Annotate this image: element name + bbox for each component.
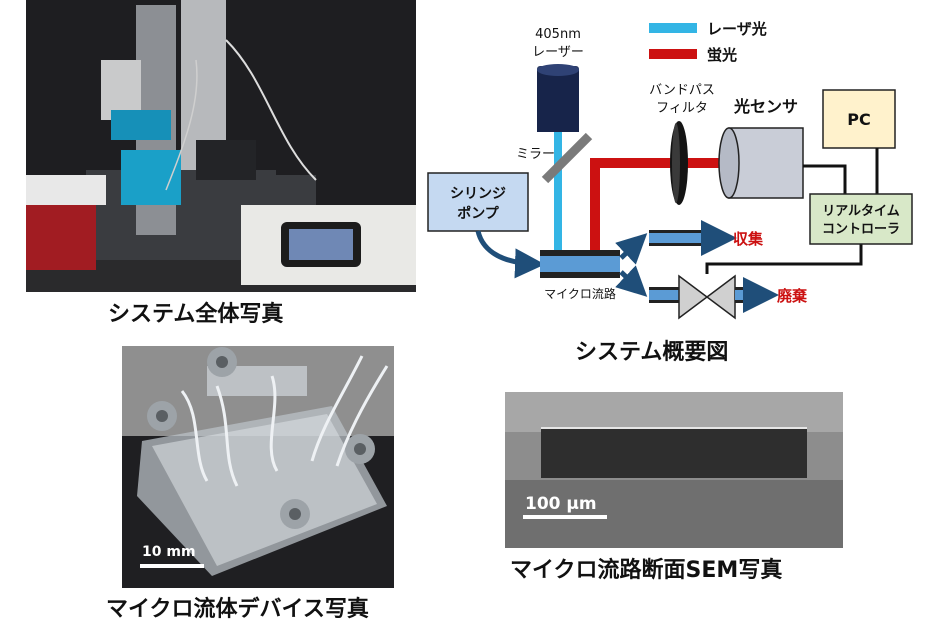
collect-label: 収集 bbox=[733, 230, 764, 248]
arrow-branch-collect bbox=[615, 233, 648, 265]
sem-scalebar bbox=[523, 515, 607, 519]
syringe-label-2: ポンプ bbox=[457, 205, 500, 222]
arrow-branch-waste bbox=[615, 265, 648, 297]
channel-label: マイクロ流路 bbox=[544, 286, 616, 301]
fluorescence-beam-horizontal bbox=[590, 158, 725, 168]
caption-sem-photo: マイクロ流路断面SEM写真 bbox=[510, 558, 783, 583]
channel-top-wall bbox=[540, 250, 620, 256]
valve-left bbox=[678, 274, 709, 320]
wire-controller-valve bbox=[705, 244, 863, 274]
caption-system-photo: システム全体写真 bbox=[108, 302, 284, 327]
system-photo bbox=[26, 0, 416, 292]
pc-box bbox=[822, 89, 896, 149]
waste-channel-out bbox=[735, 290, 749, 300]
caption-system-diagram: システム概要図 bbox=[575, 340, 729, 365]
valve-right bbox=[705, 274, 736, 320]
wire-sensor-controller bbox=[803, 164, 847, 194]
legend-laser-swatch bbox=[649, 23, 697, 33]
channel-flow bbox=[540, 256, 620, 272]
collect-channel bbox=[649, 233, 701, 243]
sem-photo-illustration: 100 µm bbox=[505, 392, 843, 548]
pc-label: PC bbox=[847, 110, 870, 129]
device-scalebar-label: 10 mm bbox=[142, 544, 196, 560]
waste-label: 廃棄 bbox=[777, 287, 808, 305]
fluorescence-beam-vertical bbox=[590, 158, 600, 250]
system-diagram: レーザ光 蛍光 405nm レーザー ミラー バンドパス フィルタ 光センサ P… bbox=[427, 20, 913, 320]
syringe-pump-box bbox=[427, 172, 529, 232]
system-photo-illustration bbox=[26, 0, 416, 292]
device-scalebar bbox=[140, 564, 204, 568]
waste-channel-in bbox=[649, 290, 679, 300]
device-photo: 10 mm bbox=[122, 346, 394, 588]
caption-device-photo: マイクロ流体デバイス写真 bbox=[106, 597, 369, 622]
channel-bottom-wall bbox=[540, 272, 620, 278]
mirror-label: ミラー bbox=[516, 147, 555, 162]
sem-photo: 100 µm bbox=[505, 392, 843, 548]
arrow-syringe-channel bbox=[475, 230, 545, 279]
photosensor-label: 光センサ bbox=[733, 97, 798, 116]
controller-box bbox=[809, 193, 913, 245]
laser-body bbox=[537, 70, 579, 132]
legend-fluorescence-label: 蛍光 bbox=[707, 46, 737, 64]
bandpass-label-1: バンドパス bbox=[649, 83, 715, 98]
legend-fluorescence-swatch bbox=[649, 49, 697, 59]
mirror bbox=[541, 132, 593, 184]
laser-beam bbox=[554, 132, 562, 250]
photosensor bbox=[728, 127, 804, 199]
controller-label-1: リアルタイム bbox=[822, 204, 900, 219]
controller-label-2: コントローラ bbox=[822, 222, 900, 237]
laser-wavelength-label: 405nm bbox=[535, 27, 581, 42]
device-photo-illustration: 10 mm bbox=[122, 346, 394, 588]
bandpass-label-2: フィルタ bbox=[656, 101, 708, 116]
legend-laser-label: レーザ光 bbox=[707, 20, 767, 38]
sem-scalebar-label: 100 µm bbox=[525, 494, 597, 514]
syringe-label-1: シリンジ bbox=[450, 186, 506, 202]
sem-channel-cross-section bbox=[541, 428, 807, 478]
laser-label: レーザー bbox=[532, 45, 584, 60]
